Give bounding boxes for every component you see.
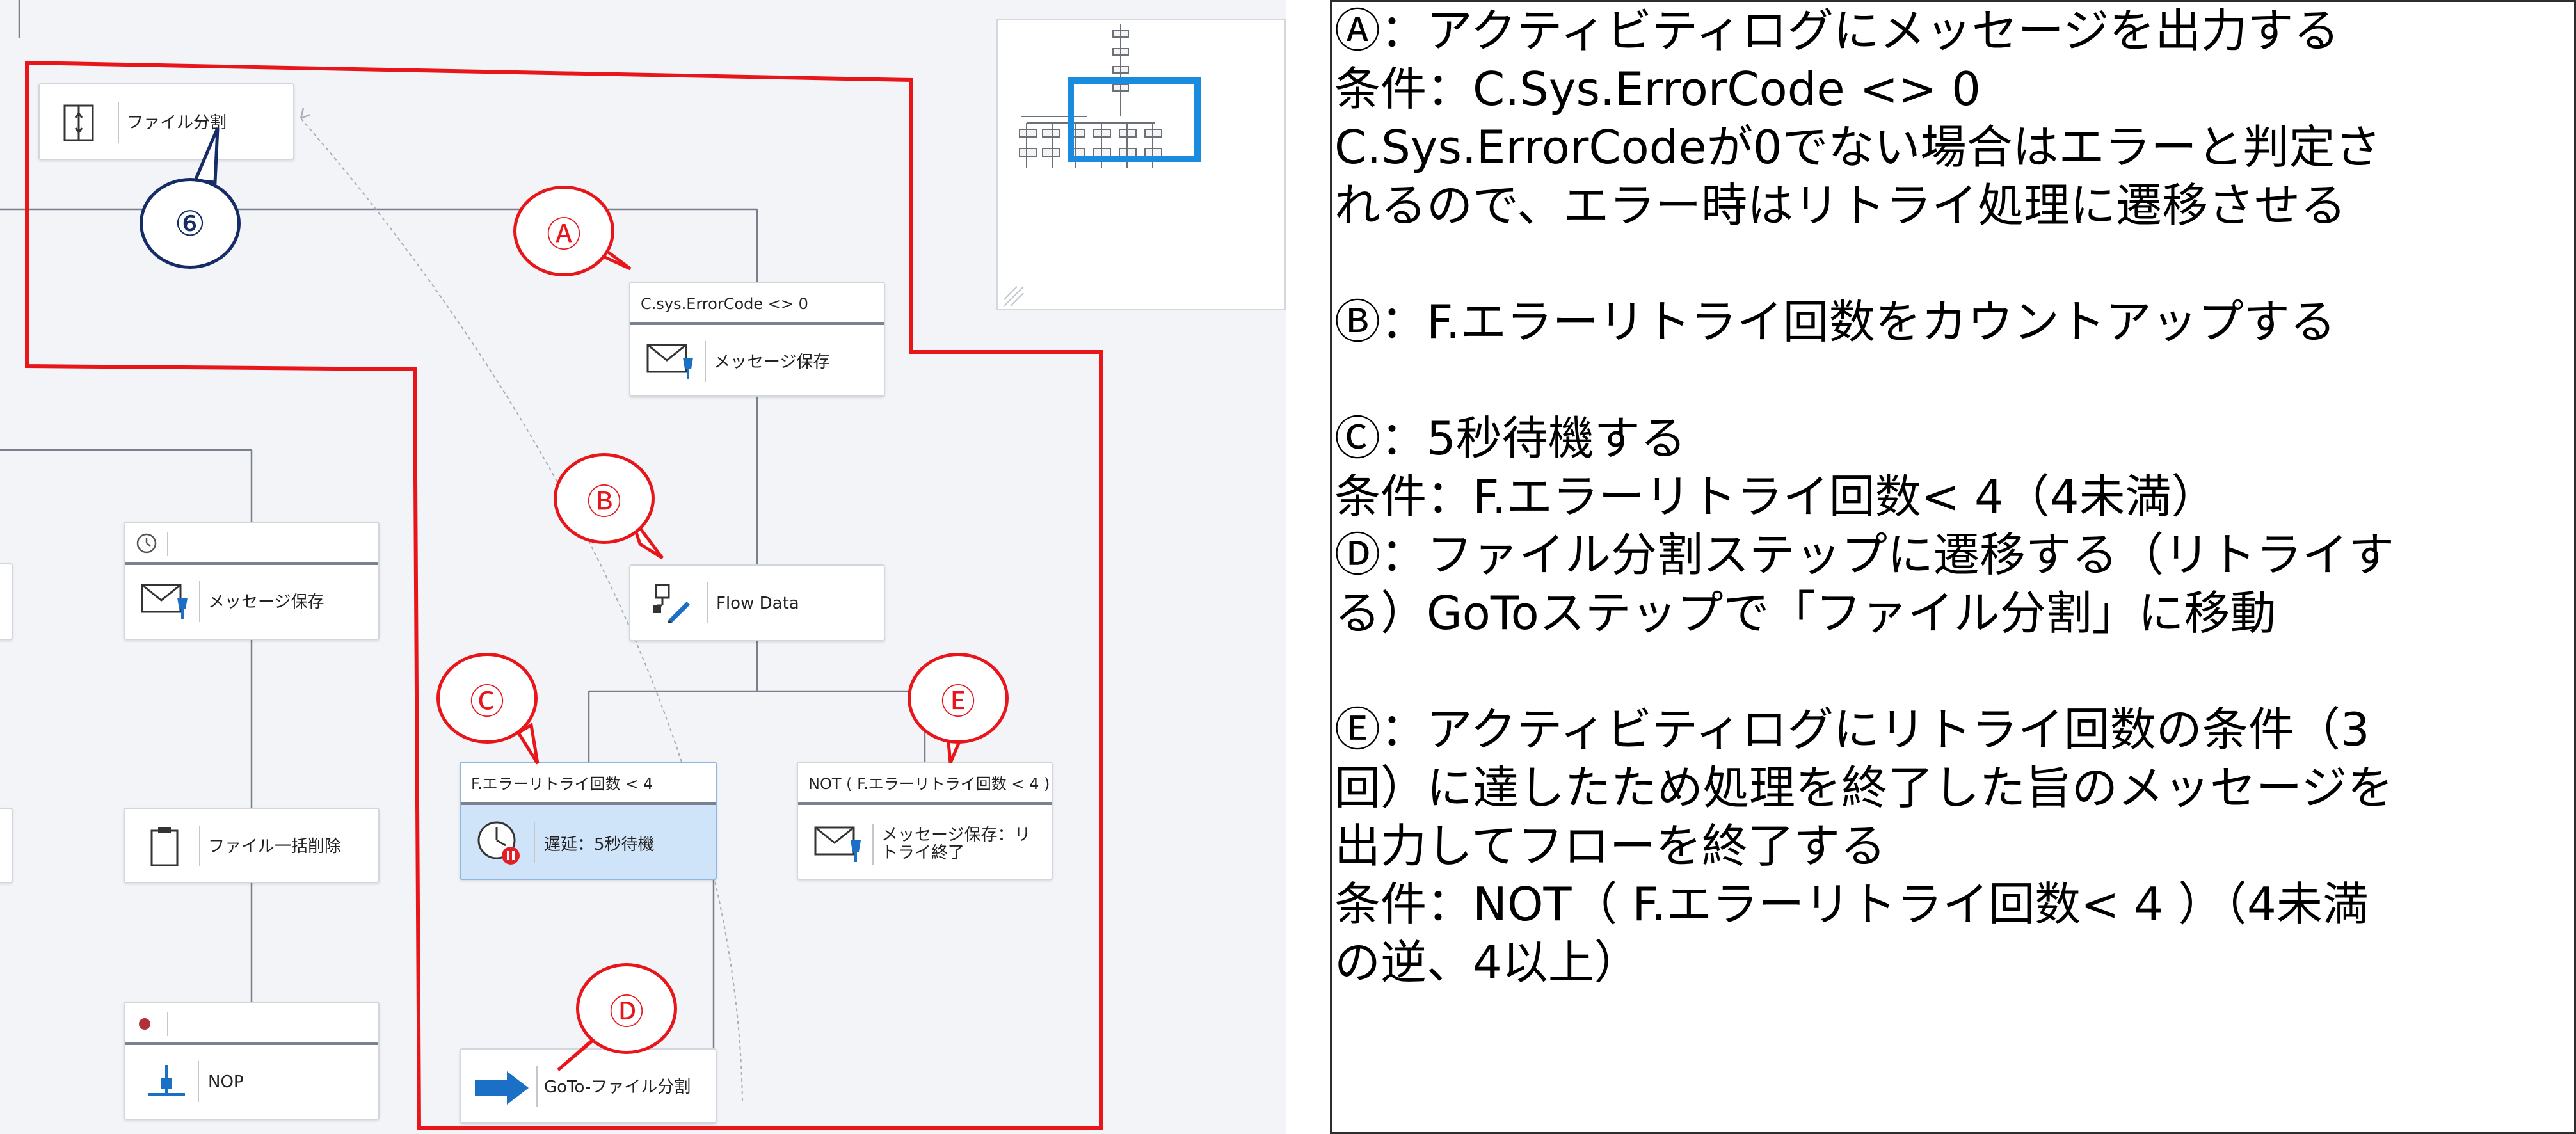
file-split-icon	[63, 104, 94, 141]
separator	[534, 822, 535, 863]
node-condition-header: F.エラーリトライ回数 < 4	[461, 763, 716, 805]
separator	[118, 102, 119, 143]
node-label: メッセージ保存	[208, 593, 324, 612]
note-line: れるので、エラー時はリトライ処理に遷移させる	[1334, 179, 2347, 232]
note-line: 回）に達したため処理を終了した旨のメッセージを	[1334, 761, 2394, 815]
marker-a: Ⓐ	[513, 186, 614, 276]
note-line: Ⓑ：F.エラーリトライ回数をカウントアップする	[1334, 295, 2336, 349]
node-goto-file-split[interactable]: GoTo-ファイル分割	[460, 1048, 717, 1124]
envelope-pin-icon	[814, 826, 861, 862]
node-label: Flow Data	[716, 594, 799, 613]
separator	[199, 581, 200, 622]
separator	[872, 824, 874, 865]
minimap[interactable]	[996, 19, 1286, 310]
note-line: の逆、4以上）	[1334, 936, 1640, 989]
right-arrow-icon	[475, 1071, 529, 1105]
envelope-pin-icon	[646, 344, 693, 379]
node-partial-left-1[interactable]	[0, 563, 13, 640]
note-line: 出力してフローを終了する	[1334, 819, 1886, 873]
separator	[198, 1061, 199, 1102]
annotation-overlay	[25, 60, 1103, 1130]
node-label: メッセージ保存	[714, 353, 830, 372]
note-line: 条件：NOT（ F.エラーリトライ回数< 4 ）（4未満	[1334, 877, 2369, 931]
callout-tails	[516, 229, 970, 1071]
note-line: Ⓒ：5秒待機する	[1334, 411, 1686, 465]
marker-6: ⑥	[140, 178, 241, 269]
clipboard-icon	[150, 827, 179, 866]
marker-b: Ⓑ	[554, 453, 655, 544]
node-status-header	[125, 1003, 378, 1045]
node-status-header	[125, 523, 378, 565]
node-condition-header: C.sys.ErrorCode <> 0	[630, 283, 884, 325]
node-flow-data[interactable]: Flow Data	[629, 564, 885, 641]
nop-icon	[148, 1065, 185, 1096]
separator	[167, 1012, 168, 1036]
callout-tail-navy	[193, 127, 220, 184]
marker-c: Ⓒ	[436, 653, 538, 744]
note-line: 条件：C.Sys.ErrorCode <> 0	[1334, 62, 1981, 116]
node-left-delete[interactable]: ファイル一括削除	[124, 808, 380, 883]
node-partial-left-2[interactable]	[0, 808, 13, 883]
note-line: 条件：F.エラーリトライ回数< 4（4未満）	[1334, 470, 2218, 523]
node-label: 遅延：5秒待機	[544, 835, 655, 854]
separator	[167, 532, 168, 556]
node-label: GoTo-ファイル分割	[544, 1078, 691, 1097]
explanation-notes: Ⓐ：アクティビティログにメッセージを出力する 条件：C.Sys.ErrorCod…	[1330, 0, 2576, 1134]
separator	[707, 582, 708, 623]
separator	[536, 1066, 538, 1107]
minimap-preview	[1004, 24, 1201, 307]
flow-canvas[interactable]: ファイル分割 C.sys.ErrorCode <> 0 メッセージ保存 Flow…	[0, 0, 1286, 1134]
clock-icon	[136, 533, 157, 554]
separator	[705, 341, 706, 382]
node-label: NOP	[208, 1073, 244, 1092]
node-label: ファイル分割	[127, 113, 227, 132]
note-line: る）GoToステップで「ファイル分割」に移動	[1334, 586, 2276, 640]
node-left-nop[interactable]: NOP	[124, 1002, 380, 1120]
envelope-pin-icon	[141, 584, 188, 619]
node-left-message[interactable]: メッセージ保存	[124, 522, 380, 640]
node-retry-end-message[interactable]: NOT ( F.エラーリトライ回数 < 4 ) メッセージ保存：リトライ終了	[797, 762, 1053, 880]
node-file-split[interactable]: ファイル分割	[38, 83, 294, 160]
node-condition-header: NOT ( F.エラーリトライ回数 < 4 )	[798, 763, 1052, 805]
note-gap	[1332, 643, 2574, 701]
marker-d: Ⓓ	[576, 963, 677, 1054]
flow-connectors	[0, 0, 926, 1101]
marker-e: Ⓔ	[908, 653, 1009, 744]
note-gap	[1332, 235, 2574, 293]
node-error-condition[interactable]: C.sys.ErrorCode <> 0 メッセージ保存	[629, 282, 885, 397]
node-label: ファイル一括削除	[208, 837, 342, 856]
clock-pause-icon	[477, 821, 520, 865]
note-line: C.Sys.ErrorCodeが0でない場合はエラーと判定さ	[1334, 120, 2381, 174]
note-line: Ⓓ：ファイル分割ステップに遷移する（リトライす	[1334, 528, 2395, 582]
separator	[199, 826, 200, 866]
red-region-outline	[25, 60, 1103, 1130]
note-gap	[1332, 351, 2574, 410]
note-line: Ⓐ：アクティビティログにメッセージを出力する	[1334, 4, 2340, 58]
node-label: メッセージ保存：リトライ終了	[881, 826, 1031, 863]
node-delay-5s[interactable]: F.エラーリトライ回数 < 4 遅延：5秒待機	[460, 762, 717, 880]
note-line: Ⓔ：アクティビティログにリトライ回数の条件（3	[1334, 703, 2370, 756]
flow-data-icon	[653, 584, 690, 623]
status-dot-icon	[139, 1018, 150, 1030]
